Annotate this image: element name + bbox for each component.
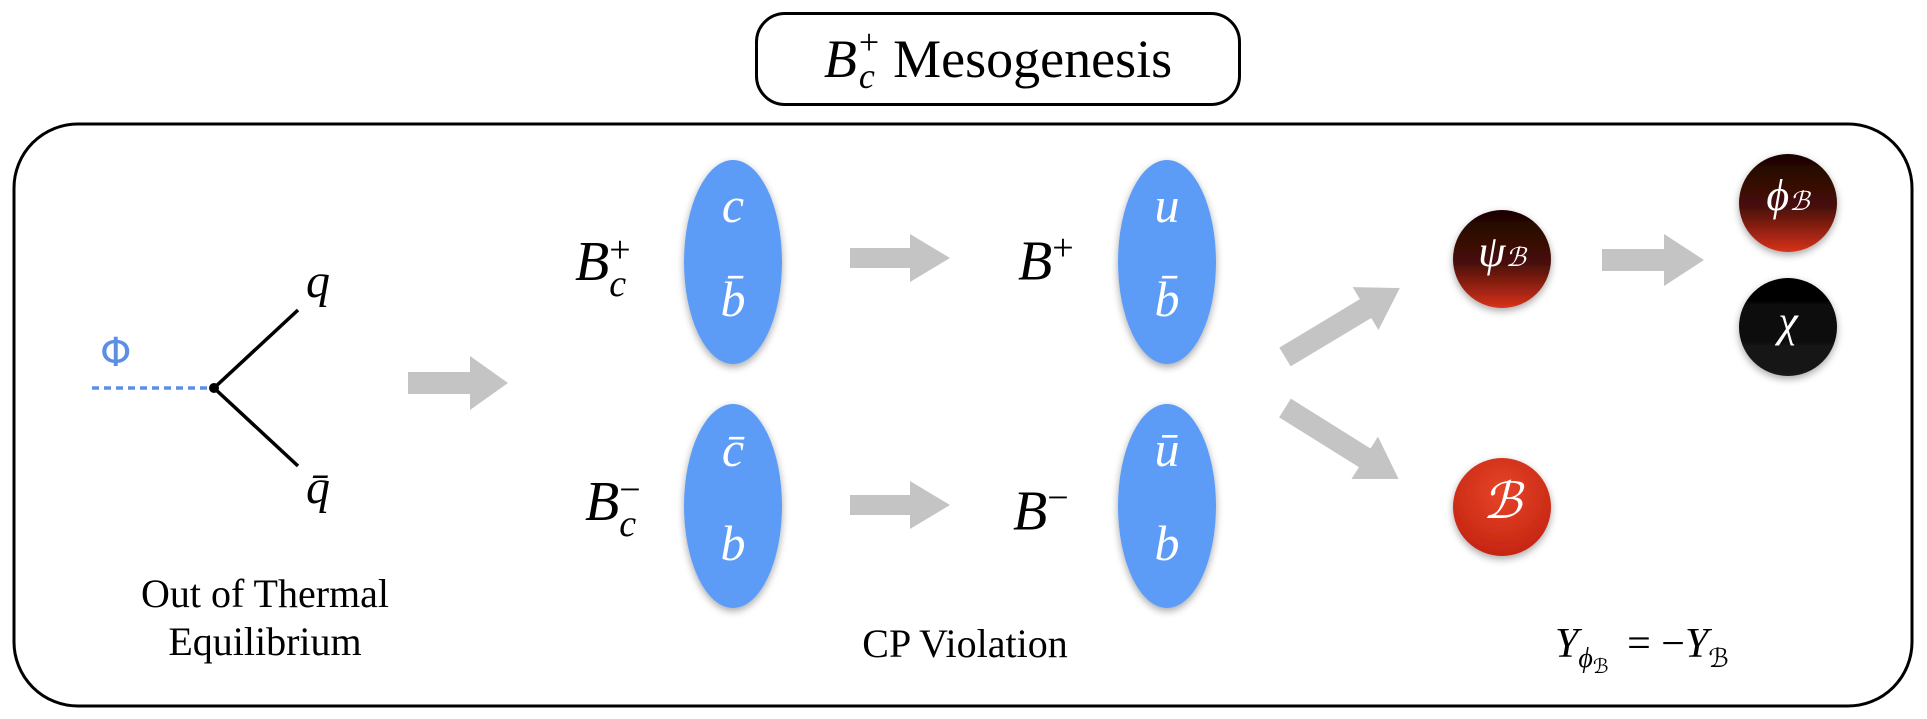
relation-eq: = − [1627,621,1685,667]
quark-b-minus-b: b [1154,515,1180,571]
quark-line-bottom [212,386,300,468]
meson-bc-minus: B−c [585,468,641,546]
main-frame [12,122,1914,708]
meson-b-minus-symbol: B [1013,480,1048,543]
arrow-psi-to-phi-chi [1602,234,1704,286]
quark-bc-minus-b: b [720,515,746,571]
thermal-caption-line2: Equilibrium [168,619,362,664]
vertex-dot [209,383,219,393]
relation-lhs-sub: ϕ [1578,643,1593,674]
title-symbol: B [823,29,857,89]
phi-label: ϕℬ [1739,170,1837,221]
quark-label-top: q [306,255,330,308]
thermal-caption-line1: Out of Thermal [140,571,390,616]
arrow-bottom-meson [850,481,950,529]
arrows [408,234,1704,529]
quark-oval-b-minus [1118,404,1216,608]
arrow-to-baryon [1279,398,1399,480]
cp-caption: CP Violation [862,621,1068,666]
title-box: B+c Mesogenesis [755,12,1241,106]
psi-sub: ℬ [1505,243,1526,272]
quark-oval-b-plus [1118,160,1216,364]
abundance-relation: Yϕℬ = −Yℬ [1555,620,1729,679]
meson-b-minus: B− [1013,476,1069,544]
meson-b-plus-sup: + [1052,227,1074,269]
meson-bc-plus-symbol: B [575,231,610,293]
meson-bc-minus-sub: c [619,503,637,546]
meson-b-plus-symbol: B [1018,230,1053,293]
quark-bc-plus-b: b̄ [720,271,746,327]
meson-bc-minus-symbol: B [585,471,620,533]
arrow-stage1-to-stage2 [408,356,508,410]
meson-bc-plus-sub: c [609,263,627,306]
meson-b-plus: B+ [1018,226,1074,294]
relation-rhs: Y [1684,621,1709,667]
quark-bc-plus-a: c [721,177,745,233]
arrow-to-psi [1279,287,1400,367]
quark-line-top [212,308,300,390]
quark-bc-minus-a: c̄ [721,421,745,477]
title-text: Mesogenesis [893,29,1173,89]
relation-lhs-subsub: ℬ [1592,656,1609,678]
arrow-top-meson [850,234,950,282]
quark-b-minus-a: ū [1154,421,1180,477]
title-sup: + [858,21,880,62]
baryon-ball [1453,458,1551,556]
chi-ball [1739,278,1837,376]
phi-sub: ℬ [1789,187,1810,216]
phi-ball [1739,154,1837,252]
quark-label-bottom: q̄ [306,461,330,514]
meson-b-minus-sup: − [1047,477,1069,519]
psi-symbol: ψ [1478,227,1506,276]
thermal-caption: Out of Thermal Equilibrium [100,570,430,666]
field-label: Φ [100,330,132,376]
relation-lhs: Y [1555,621,1579,667]
chi-label: χ [1778,297,1798,346]
relation-rhs-sub: ℬ [1708,644,1729,673]
psi-label: ψℬ [1453,226,1551,277]
meson-bc-minus-sup: − [619,468,641,511]
quark-oval-bc-plus [684,160,782,364]
quark-b-plus-b: b̄ [1154,271,1180,327]
quark-b-plus-a: u [1154,177,1180,233]
psi-ball [1453,210,1551,308]
meson-bc-plus-sup: + [609,228,631,271]
baryon-label: ℬ [1482,473,1522,529]
quark-oval-bc-minus [684,404,782,608]
meson-bc-plus: B+c [575,228,631,306]
title-sub: c [858,56,875,96]
phi-symbol: ϕ [1766,171,1790,220]
